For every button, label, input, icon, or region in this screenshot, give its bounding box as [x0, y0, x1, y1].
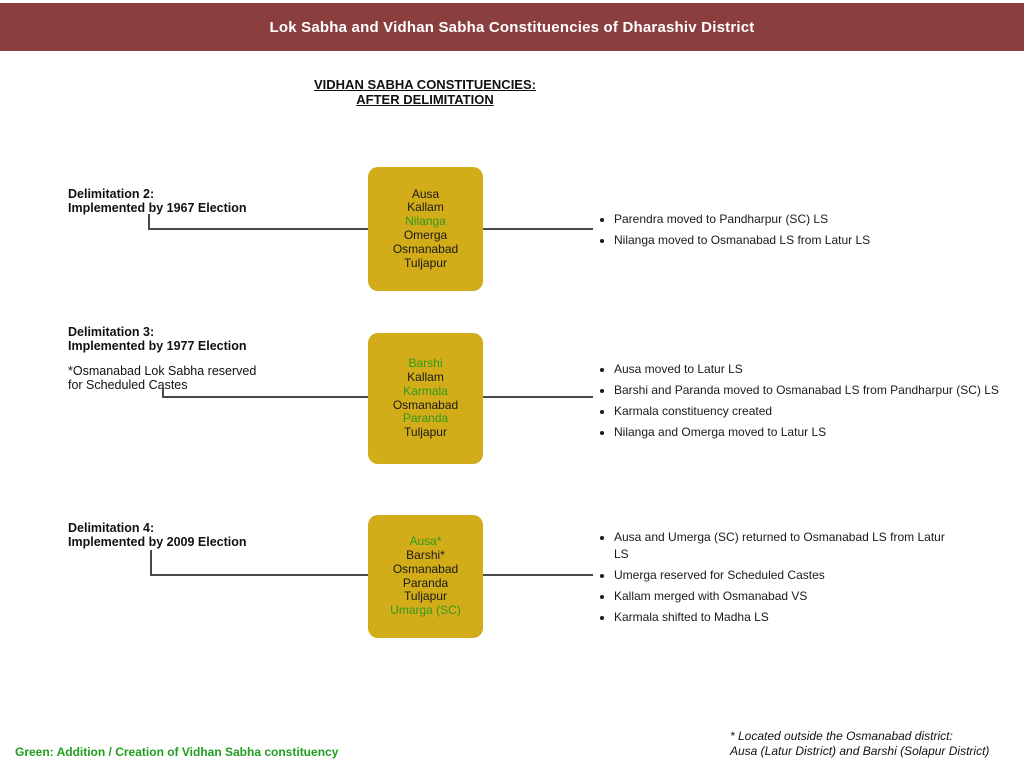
delimitation-3-title: Delimitation 3:: [68, 325, 155, 339]
subtitle-line-2: AFTER DELIMITATION: [356, 92, 494, 107]
footnote-line: Ausa (Latur District) and Barshi (Solapu…: [730, 744, 990, 758]
list-item: Nilanga and Omerga moved to Latur LS: [614, 424, 1024, 441]
box-line: Kallam: [407, 200, 444, 215]
constituency-box-1977: Barshi Kallam Karmala Osmanabad Paranda …: [368, 333, 483, 464]
list-item: Karmala shifted to Madha LS: [614, 609, 949, 626]
changes-list-1977: Ausa moved to Latur LS Barshi and Parand…: [598, 361, 1024, 445]
list-item: Kallam merged with Osmanabad VS: [614, 588, 949, 605]
box-line: Ausa*: [409, 534, 442, 549]
footnote-line: * Located outside the Osmanabad district…: [730, 729, 953, 743]
title-banner: Lok Sabha and Vidhan Sabha Constituencie…: [0, 3, 1024, 51]
delimitation-4-subtitle: Implemented by 2009 Election: [68, 535, 247, 549]
list-item: Parendra moved to Pandharpur (SC) LS: [614, 211, 1024, 228]
delimitation-2-label: Delimitation 2: Implemented by 1967 Elec…: [68, 187, 247, 215]
changes-list-2009: Ausa and Umerga (SC) returned to Osmanab…: [598, 529, 949, 630]
list-item: Ausa and Umerga (SC) returned to Osmanab…: [614, 529, 949, 563]
list-item: Umerga reserved for Scheduled Castes: [614, 567, 949, 584]
box-line: Tuljapur: [404, 255, 447, 270]
box-line: Umarga (SC): [390, 603, 461, 618]
box-line: Osmanabad: [392, 397, 459, 412]
delimitation-2-title: Delimitation 2:: [68, 187, 155, 201]
box-line: Ausa: [411, 186, 440, 201]
delimitation-3-label: Delimitation 3: Implemented by 1977 Elec…: [68, 325, 247, 353]
delimitation-2-subtitle: Implemented by 1967 Election: [68, 201, 247, 215]
connector-vertical-1967: [148, 214, 150, 230]
box-line: Kallam: [407, 369, 444, 384]
delimitation-3-subtitle: Implemented by 1977 Election: [68, 339, 247, 353]
list-item: Karmala constituency created: [614, 403, 1024, 420]
page-title: Lok Sabha and Vidhan Sabha Constituencie…: [269, 18, 755, 36]
box-line: Barshi*: [406, 547, 445, 562]
box-line: Tuljapur: [404, 425, 447, 440]
connector-vertical-1977: [162, 388, 164, 398]
subtitle-heading: VIDHAN SABHA CONSTITUENCIES: AFTER DELIM…: [250, 77, 600, 107]
constituency-box-2009: Ausa* Barshi* Osmanabad Paranda Tuljapur…: [368, 515, 483, 638]
box-line: Barshi: [408, 356, 443, 371]
delimitation-3-note: *Osmanabad Lok Sabha reserved for Schedu…: [68, 364, 256, 392]
asterisk-footnote: * Located outside the Osmanabad district…: [730, 729, 989, 759]
box-line: Nilanga: [405, 214, 446, 229]
constituency-box-1967: Ausa Kallam Nilanga Omerga Osmanabad Tul…: [368, 167, 483, 291]
delimitation-4-label: Delimitation 4: Implemented by 2009 Elec…: [68, 521, 247, 549]
list-item: Barshi and Paranda moved to Osmanabad LS…: [614, 382, 1024, 399]
connector-vertical-2009: [150, 550, 152, 576]
box-line: Paranda: [402, 411, 449, 426]
delimitation-4-title: Delimitation 4:: [68, 521, 155, 535]
list-item: Nilanga moved to Osmanabad LS from Latur…: [614, 232, 1024, 249]
box-line: Osmanabad: [392, 561, 459, 576]
list-item: Ausa moved to Latur LS: [614, 361, 1024, 378]
box-line: Tuljapur: [404, 589, 447, 604]
note-line: *Osmanabad Lok Sabha reserved: [68, 364, 257, 378]
note-line: for Scheduled Castes: [68, 378, 188, 392]
green-legend: Green: Addition / Creation of Vidhan Sab…: [15, 745, 339, 759]
box-line: Osmanabad: [392, 241, 459, 256]
changes-list-1967: Parendra moved to Pandharpur (SC) LS Nil…: [598, 211, 1024, 253]
box-line: Karmala: [403, 383, 448, 398]
box-line: Paranda: [402, 575, 449, 590]
subtitle-line-1: VIDHAN SABHA CONSTITUENCIES:: [314, 77, 536, 92]
box-line: Omerga: [403, 228, 448, 242]
